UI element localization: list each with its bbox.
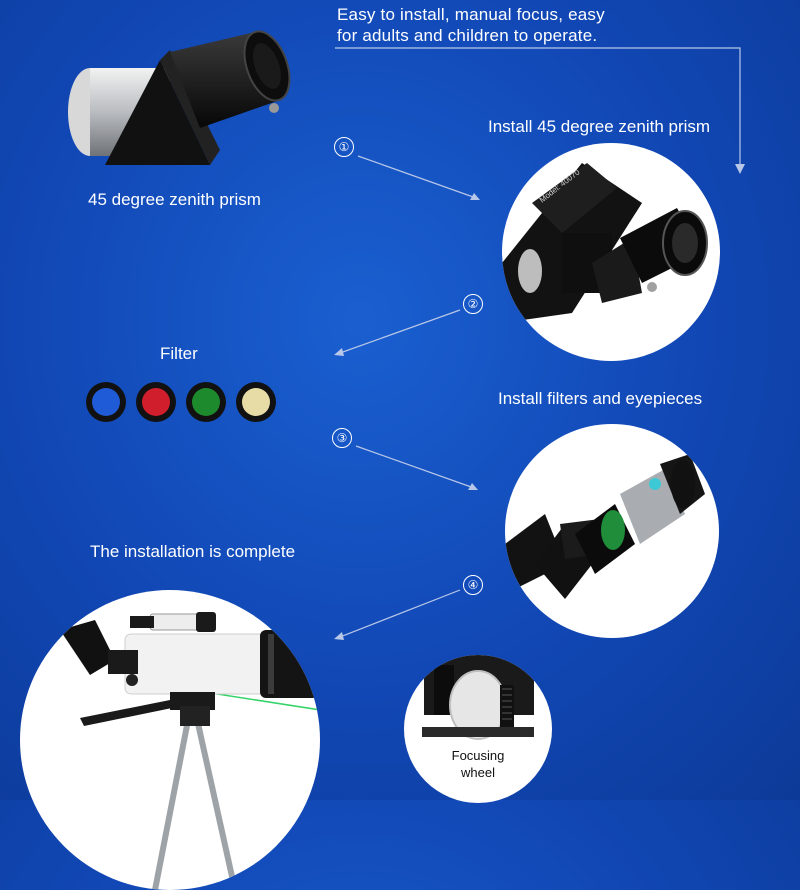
header-line-2: for adults and children to operate. xyxy=(337,26,598,45)
step-3-photo xyxy=(505,424,719,638)
telescope-photo xyxy=(20,590,320,890)
step-4-arrow xyxy=(334,589,461,640)
step-1-photo: Model: 40070 xyxy=(502,143,720,361)
focusing-wheel-label-2: wheel xyxy=(461,765,495,780)
step-1-badge: ① xyxy=(334,137,354,157)
step-1-label: Install 45 degree zenith prism xyxy=(488,117,711,136)
complete-label: The installation is complete xyxy=(90,542,296,561)
filter-label: Filter xyxy=(160,344,198,363)
focusing-wheel-photo: Focusing wheel xyxy=(404,655,552,803)
step-2-badge: ② xyxy=(463,294,483,314)
prism-label: 45 degree zenith prism xyxy=(88,190,261,209)
filter-blue xyxy=(86,382,126,422)
filter-red xyxy=(136,382,176,422)
focusing-wheel-label-1: Focusing xyxy=(451,748,505,763)
zenith-prism-image xyxy=(68,30,291,165)
filter-set xyxy=(86,382,276,422)
step-3-badge: ③ xyxy=(332,428,352,448)
step-2-arrow xyxy=(334,309,461,356)
step-1-arrow xyxy=(357,155,480,200)
step-3-arrow xyxy=(355,445,478,490)
step-3-label: Install filters and eyepieces xyxy=(498,389,703,408)
filter-yellow xyxy=(236,382,276,422)
header-line-1: Easy to install, manual focus, easy xyxy=(337,5,605,24)
filter-green xyxy=(186,382,226,422)
header-arrow xyxy=(335,47,745,174)
step-4-badge: ④ xyxy=(463,575,483,595)
